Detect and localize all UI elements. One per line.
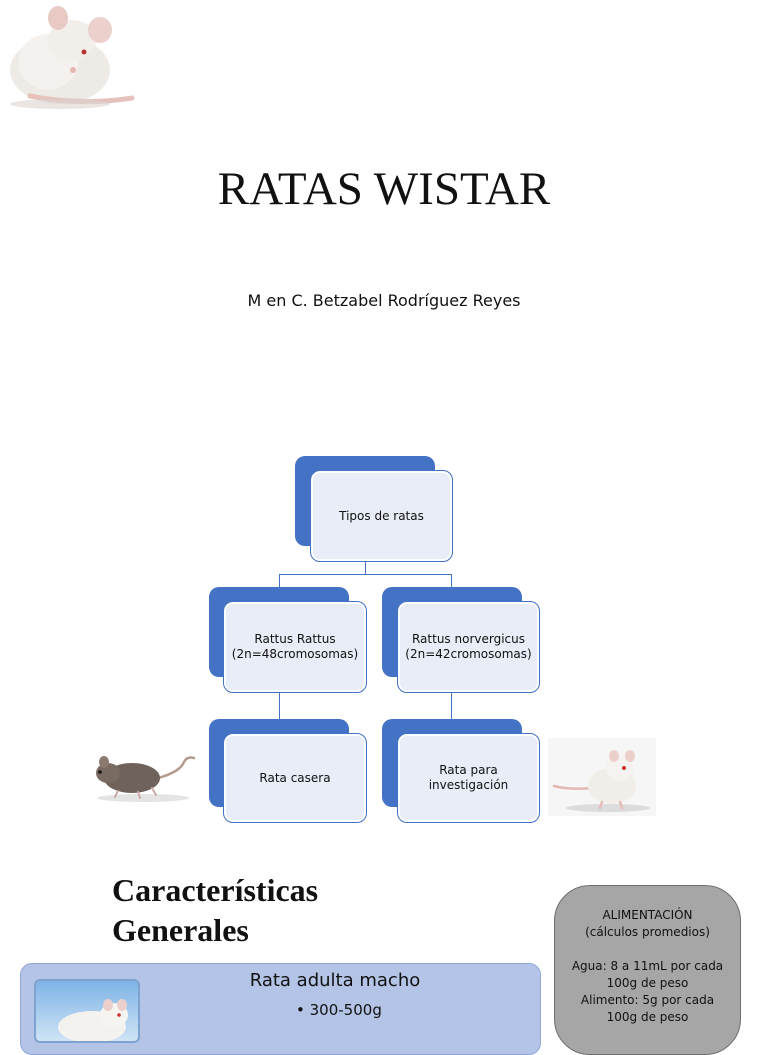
connector: [279, 691, 280, 719]
rata-adulta-bullet: • 300-500g: [296, 1001, 382, 1019]
agua-line2: 100g de peso: [606, 976, 689, 990]
section-heading-line2: Generales: [112, 912, 249, 948]
rattus-norvergicus-chromosomes: (2n=42cromosomas): [405, 647, 532, 661]
bullet-icon: •: [296, 1001, 305, 1019]
agua-line1: Agua: 8 a 11mL por cada: [571, 959, 724, 973]
section-heading: Características Generales: [112, 870, 412, 950]
rata-adulta-heading: Rata adulta macho: [249, 970, 421, 991]
white-mouse-image: [10, 6, 135, 109]
slide-title: RATAS WISTAR: [217, 163, 551, 215]
alimento-line1: Alimento: 5g por cada: [580, 993, 715, 1007]
rattus-rattus-node: Rattus Rattus (2n=48cromosomas): [223, 601, 367, 693]
rattus-norvergicus-node: Rattus norvergicus (2n=42cromosomas): [397, 601, 540, 693]
brown-rat-image: [96, 756, 196, 802]
author-name: M en C. Betzabel Rodríguez Reyes: [247, 291, 521, 310]
connector: [365, 560, 366, 574]
rattus-norvergicus-label: Rattus norvergicus: [411, 632, 525, 646]
connector: [279, 574, 451, 575]
alimentacion-subtitle: (cálculos promedios): [585, 925, 710, 939]
rata-investigacion-label-2: investigación: [428, 778, 509, 792]
connector: [451, 691, 452, 719]
section-heading-line1: Características: [112, 872, 319, 908]
root-node: Tipos de ratas: [310, 470, 453, 562]
connector: [451, 574, 452, 588]
root-node-label: Tipos de ratas: [335, 508, 428, 524]
rattus-rattus-chromosomes: (2n=48cromosomas): [231, 647, 359, 661]
connector: [279, 574, 280, 588]
alimentacion-title: ALIMENTACIÓN: [602, 908, 693, 922]
rata-casera-label: Rata casera: [255, 770, 335, 786]
rata-casera-node: Rata casera: [223, 733, 367, 823]
rata-investigacion-node: Rata para investigación: [397, 733, 540, 823]
rattus-rattus-label: Rattus Rattus: [254, 632, 336, 646]
alimento-line2: 100g de peso: [606, 1010, 689, 1024]
rata-adulta-weight: 300-500g: [309, 1001, 382, 1019]
white-rat-image: [548, 738, 656, 816]
rata-investigacion-label-1: Rata para: [439, 763, 498, 777]
